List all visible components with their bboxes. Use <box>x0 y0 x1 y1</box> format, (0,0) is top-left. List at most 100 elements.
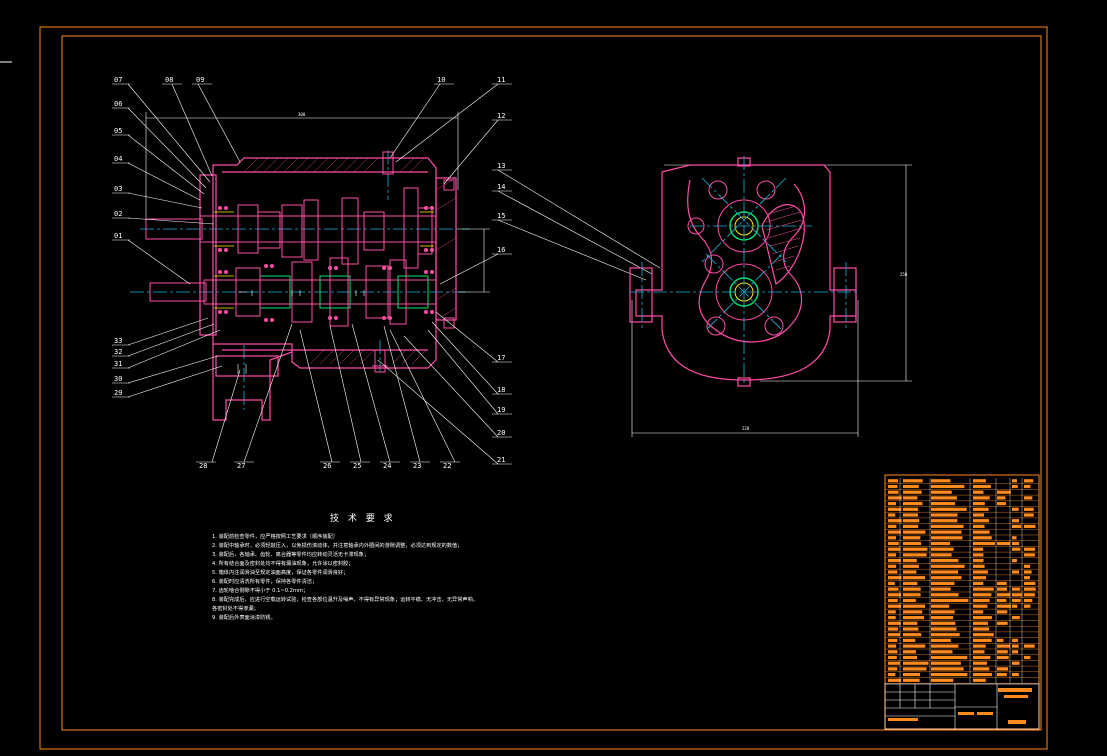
parts-list-cell <box>888 576 902 580</box>
parts-list-cell <box>931 519 958 523</box>
parts-list-cell <box>1012 547 1021 551</box>
parts-list-cell <box>1012 650 1018 654</box>
requirement-item: 2. 装配中轴承时，必须轻敲压入，以免损伤滚动体，并注意轴承内外圈间的游隙调整，… <box>212 541 462 549</box>
parts-list-cell <box>973 553 984 557</box>
parts-list-cell <box>1024 564 1030 568</box>
parts-list-cell <box>973 593 992 597</box>
parts-list-cell <box>903 507 919 511</box>
housing-outline <box>629 157 857 387</box>
parts-list-cell <box>903 621 918 625</box>
parts-list-cell <box>997 502 1006 506</box>
parts-list-cell <box>888 678 902 682</box>
parts-list-cell <box>1024 587 1036 591</box>
parts-list-cell <box>903 661 929 665</box>
parts-list-cell <box>1012 519 1019 523</box>
drawing-frame <box>39 26 1048 750</box>
parts-list-cell <box>973 621 988 625</box>
parts-list-cell <box>997 667 1008 671</box>
parts-list-cell <box>903 616 925 620</box>
parts-list-cell <box>931 650 953 654</box>
parts-list-cell <box>1024 496 1033 500</box>
parts-list-cell <box>931 576 962 580</box>
parts-list-cell <box>973 479 986 483</box>
parts-list-cell <box>931 667 964 671</box>
parts-list-cell <box>1024 547 1036 551</box>
parts-list-cell <box>931 570 959 574</box>
parts-list-cell <box>973 650 985 654</box>
parts-list-cell <box>903 553 927 557</box>
parts-list-cell <box>888 513 896 517</box>
part-label: 28 <box>199 462 207 470</box>
parts-list-cell <box>973 678 986 682</box>
part-label: 03 <box>114 185 122 193</box>
part-label: 18 <box>497 386 505 394</box>
parts-list-cell <box>973 547 984 551</box>
part-label: 31 <box>114 360 122 368</box>
parts-list-cell <box>931 678 954 682</box>
parts-list-cell <box>1024 570 1032 574</box>
parts-list-cell <box>903 530 926 534</box>
parts-list-cell <box>903 496 918 500</box>
parts-list-cell <box>973 536 992 540</box>
parts-list-cell <box>1024 513 1034 517</box>
title-block-grid <box>884 683 1040 730</box>
parts-list-cell <box>888 627 898 631</box>
parts-list-cell <box>931 536 963 540</box>
requirement-item: 3. 装配后，各轴承、齿轮、离合器等零件均应转动灵活无卡滞现象； <box>212 550 369 558</box>
parts-list-cell <box>888 581 895 585</box>
parts-list-cell <box>888 587 899 591</box>
parts-list-cell <box>973 633 994 637</box>
parts-list-cell <box>997 638 1004 642</box>
parts-list-cell <box>888 502 897 506</box>
part-label: 33 <box>114 337 122 345</box>
parts-list-cell <box>888 667 898 671</box>
parts-list-cell <box>931 593 959 597</box>
parts-list-cell <box>973 587 994 591</box>
parts-list-cell <box>888 604 902 608</box>
parts-list-cell <box>888 479 899 483</box>
parts-list-cell <box>973 581 984 585</box>
parts-list-cell <box>931 513 958 517</box>
parts-list-cell <box>903 587 921 591</box>
svg-text:300: 300 <box>298 112 306 117</box>
part-label: 08 <box>165 76 173 84</box>
parts-list-cell <box>1012 587 1021 591</box>
parts-list-cell <box>931 655 968 660</box>
parts-list-cell <box>973 564 985 568</box>
parts-list-cell <box>1024 598 1033 603</box>
countershaft-gears <box>237 187 433 269</box>
parts-list-cell <box>903 524 919 528</box>
parts-list-cell <box>888 650 898 654</box>
parts-list-cell <box>973 667 990 671</box>
part-label: 16 <box>497 246 505 254</box>
parts-list-cell <box>903 678 920 682</box>
parts-list-cell <box>931 621 956 625</box>
technical-requirements: 技 术 要 求 1. 装配前检查零件，应严格按照工艺要求（顺序装配） 2. 装配… <box>212 512 478 621</box>
parts-list-cell <box>931 502 955 506</box>
parts-list-cell <box>888 547 901 551</box>
part-label: 25 <box>353 462 361 470</box>
part-label: 21 <box>497 456 505 464</box>
title-block <box>884 474 1040 730</box>
part-label: 01 <box>114 232 122 240</box>
part-label: 09 <box>196 76 204 84</box>
parts-list-cell <box>931 547 954 551</box>
parts-list-cell <box>973 541 995 546</box>
parts-list-cell <box>888 593 902 597</box>
parts-list-cell <box>931 633 960 637</box>
parts-list-cell <box>931 490 952 494</box>
parts-list-cell <box>931 604 950 608</box>
leader-lines <box>112 83 661 465</box>
parts-list-table <box>885 478 1039 684</box>
section-cut <box>761 204 805 285</box>
parts-list-cell <box>903 547 928 551</box>
svg-text:220: 220 <box>742 426 750 431</box>
parts-list-cell <box>997 598 1007 603</box>
parts-list-cell <box>903 519 920 523</box>
parts-list-cell <box>1024 484 1031 489</box>
parts-list-cell <box>973 519 989 523</box>
parts-list-cell <box>973 530 990 534</box>
parts-list-cell <box>888 559 901 563</box>
parts-list-cell <box>888 524 897 528</box>
parts-list-cell <box>903 650 916 654</box>
